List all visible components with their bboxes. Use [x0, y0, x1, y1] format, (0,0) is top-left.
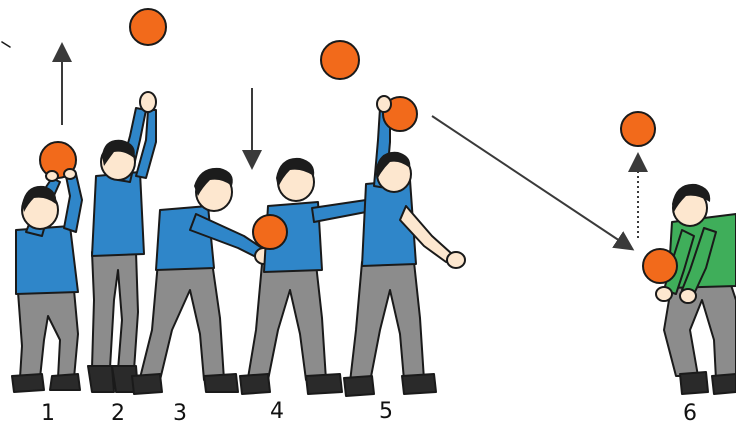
player-figure-6 [642, 183, 736, 395]
player-figure-3 [131, 167, 274, 395]
ball-icon [320, 40, 360, 80]
arrow-diagonal-icon [431, 115, 635, 251]
player-figure-4 [239, 157, 390, 395]
ball-icon [620, 111, 656, 147]
player-figure-1 [11, 141, 83, 393]
step-label-3: 3 [173, 401, 187, 425]
edge-mark [1, 41, 11, 48]
step-label-4: 4 [270, 399, 284, 424]
step-label-1: 1 [41, 401, 55, 425]
step-label-5: 5 [379, 399, 393, 424]
step-label-2: 2 [111, 401, 125, 425]
player-figure-5 [343, 95, 466, 397]
ball-icon [129, 8, 167, 46]
player-figure-2 [87, 91, 157, 393]
step-label-6: 6 [683, 401, 697, 425]
